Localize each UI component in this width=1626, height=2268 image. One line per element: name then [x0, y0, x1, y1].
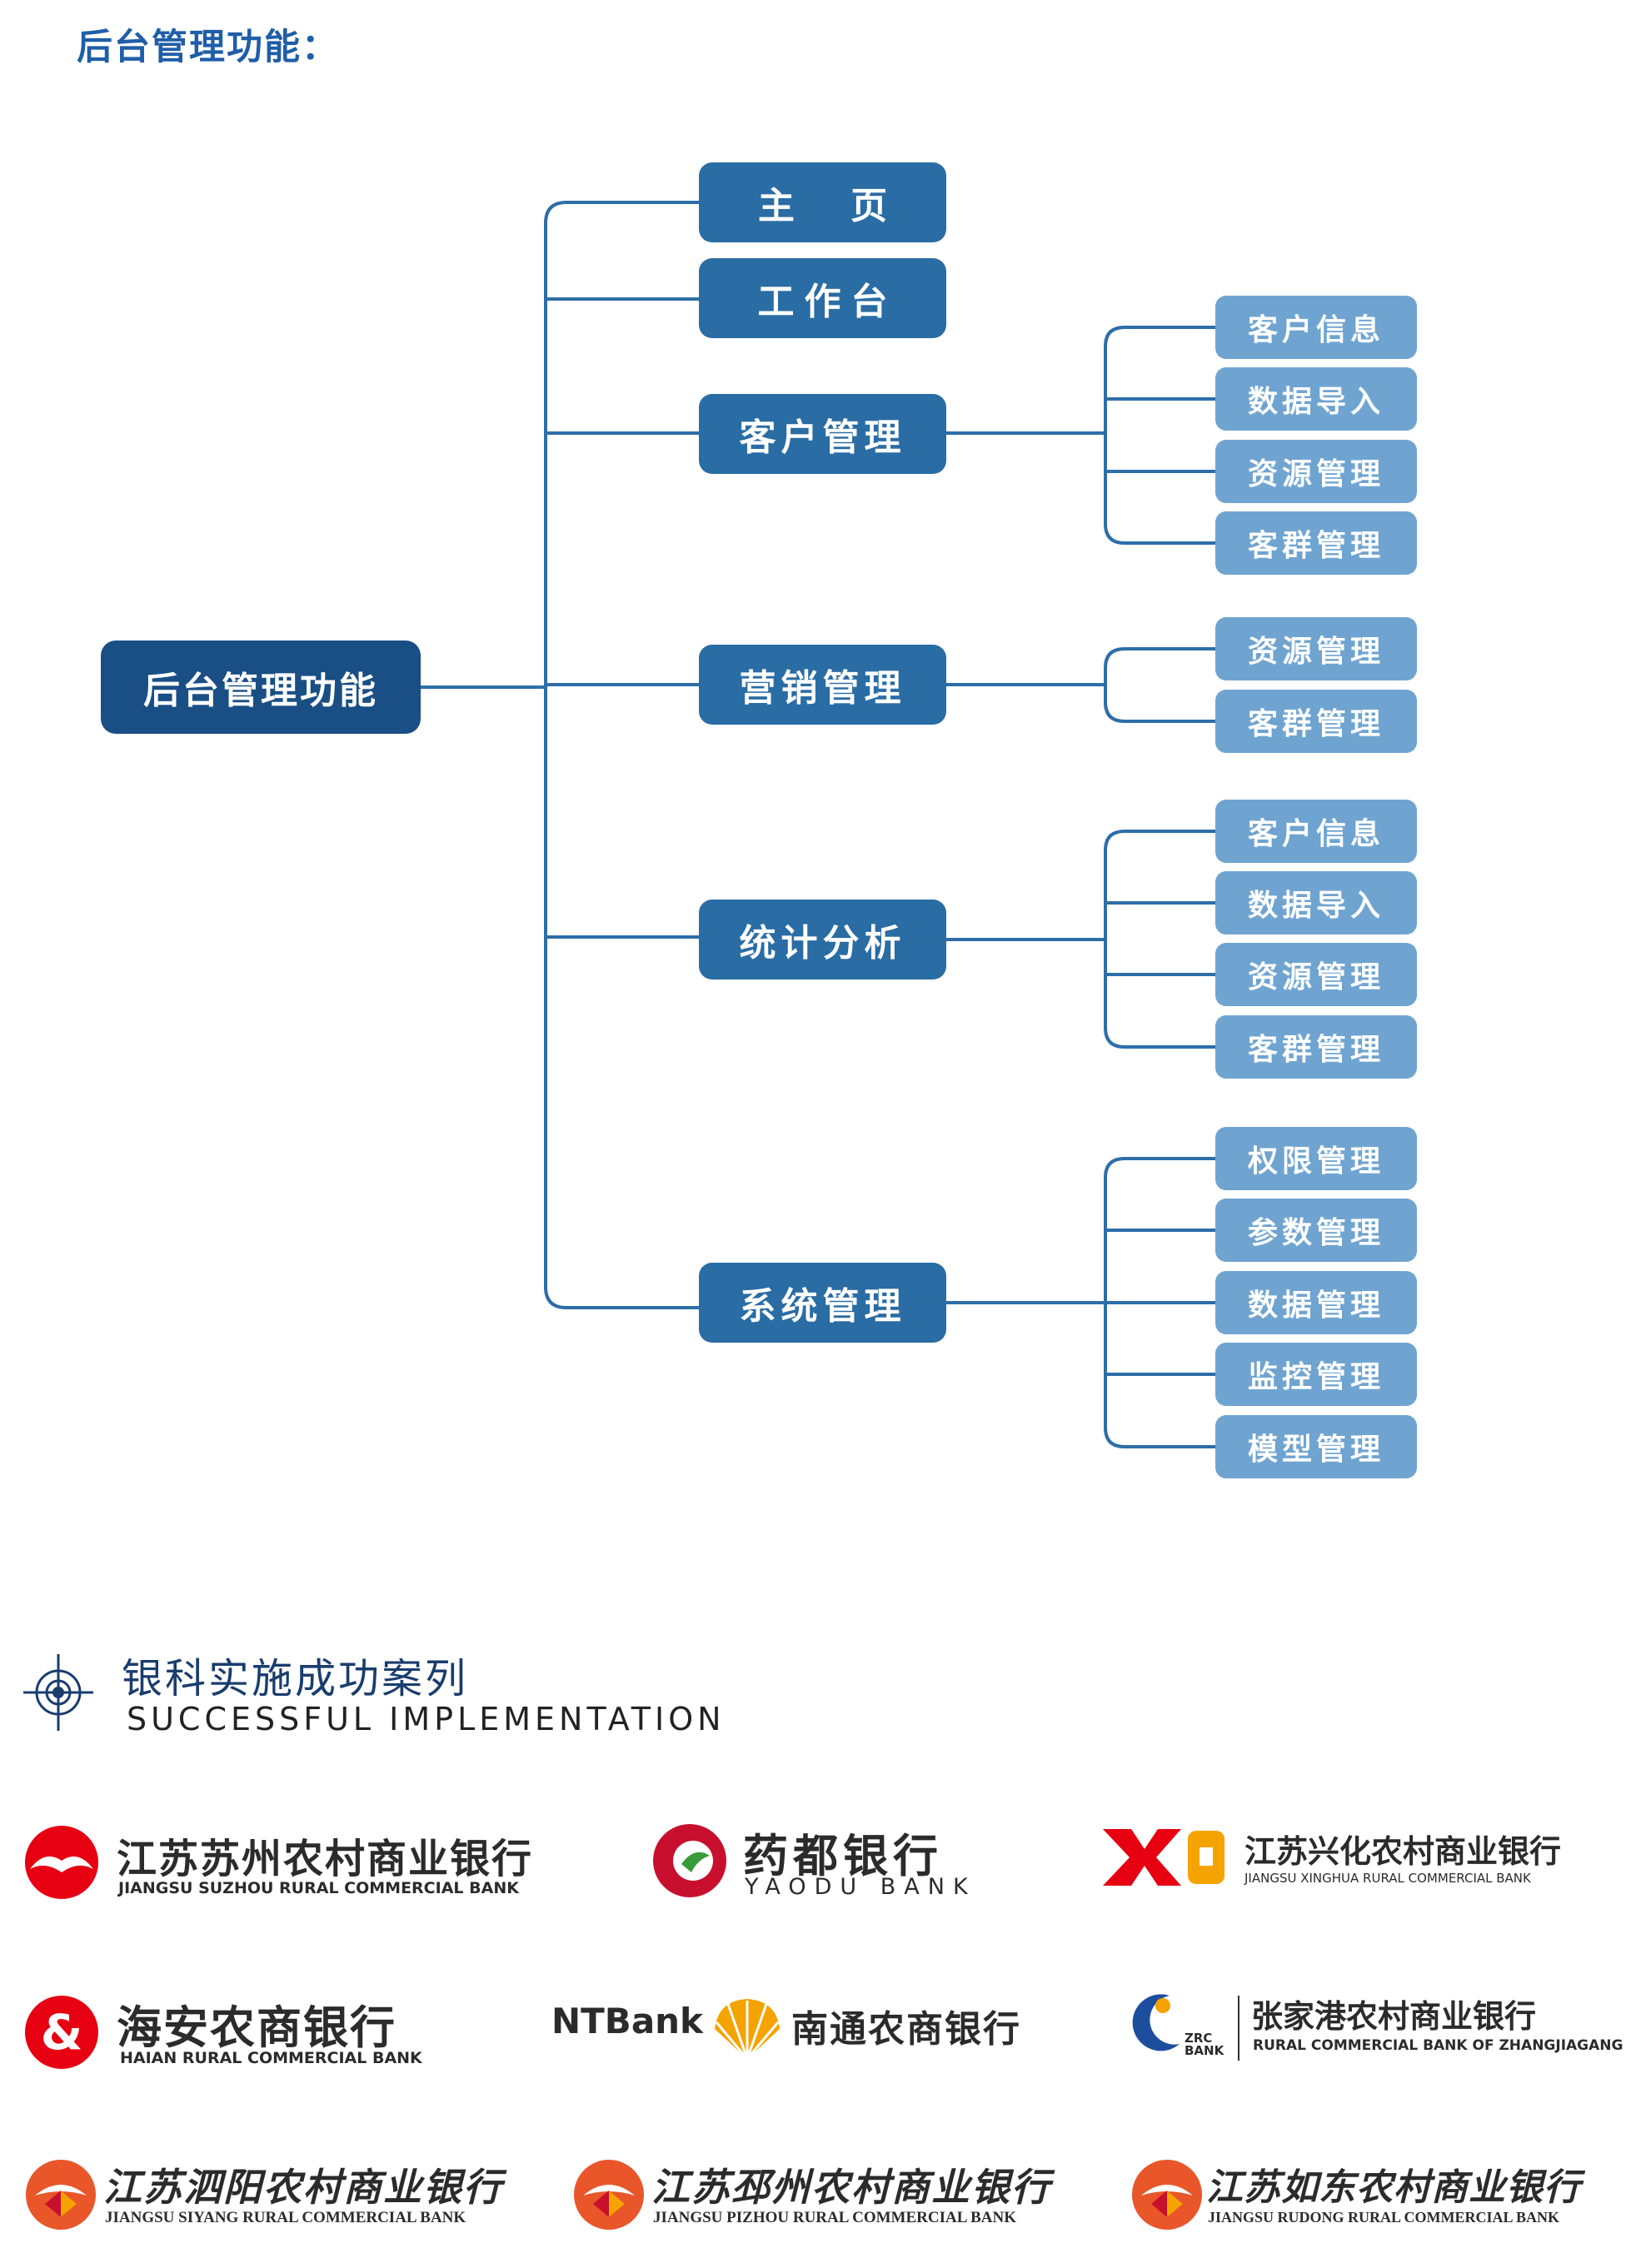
- bank-name-en: HAIAN RURAL COMMERCIAL BANK: [120, 2049, 422, 2067]
- bank-name-cn: 江苏兴化农村商业银行: [1244, 1833, 1562, 1870]
- branch-home: 主 页: [699, 162, 946, 242]
- leaf-node: 客户信息: [1215, 296, 1417, 359]
- bank-logo-yaodu: 药都银行 YAODU BANK: [651, 1822, 1001, 1914]
- zrc-bank-logo-icon: [1132, 1994, 1180, 2051]
- leaf-node: 客群管理: [1215, 511, 1417, 575]
- leaf-node: 资源管理: [1215, 617, 1417, 680]
- bank-logo-pizhou: 江苏邳州农村商业银行 JIANGSU PIZHOU RURAL COMMERCI…: [571, 2157, 1071, 2249]
- leaf-node: 权限管理: [1215, 1127, 1417, 1190]
- leaf-node: 客群管理: [1215, 1015, 1417, 1079]
- siyang-bank-logo-icon: [26, 2160, 96, 2230]
- haian-bank-logo-icon: &: [25, 1996, 98, 2069]
- svg-text:&: &: [41, 2004, 83, 2061]
- bank-name-cn: 江苏邳州农村商业银行: [651, 2165, 1051, 2210]
- leaf-node: 监控管理: [1215, 1343, 1417, 1406]
- bank-name-cn: 张家港农村商业银行: [1251, 1998, 1537, 2035]
- bank-name-cn: 江苏如东农村商业银行: [1206, 2166, 1581, 2209]
- page-title: 后台管理功能：: [77, 27, 339, 68]
- bank-name-en: YAODU BANK: [745, 1874, 976, 1900]
- bank-name-en: JIANGSU SIYANG RURAL COMMERCIAL BANK: [105, 2209, 466, 2226]
- bank-logo-rudong: 江苏如东农村商业银行 JIANGSU RUDONG RURAL COMMERCI…: [1130, 2157, 1604, 2249]
- leaf-node: 参数管理: [1215, 1199, 1417, 1262]
- bank-name-en: JIANGSU RUDONG RURAL COMMERCIAL BANK: [1208, 2209, 1560, 2226]
- bank-name-en: JIANGSU PIZHOU RURAL COMMERCIAL BANK: [653, 2209, 1016, 2226]
- bank-name-en: JIANGSU XINGHUA RURAL COMMERCIAL BANK: [1244, 1871, 1531, 1886]
- crosshair-target-icon: [23, 1654, 93, 1731]
- tree-connectors: [419, 201, 1217, 1448]
- bank-logo-suzhou: 江苏苏州农村商业银行 JIANGSU SUZHOU RURAL COMMERCI…: [23, 1824, 565, 1916]
- branch-statistics-analysis: 统计分析: [699, 900, 946, 979]
- bank-name-en: JIANGSU SUZHOU RURAL COMMERCIAL BANK: [118, 1879, 519, 1897]
- root-node: 后台管理功能: [101, 641, 421, 734]
- leaf-node: 数据管理: [1215, 1271, 1417, 1334]
- bank-logo-nantong: NTBank 南通农商银行: [551, 1996, 1051, 2087]
- bank-name-cn: 药都银行: [743, 1830, 943, 1882]
- branch-workbench: 工作台: [699, 258, 946, 338]
- connector-trunk: [544, 201, 568, 1309]
- branch-marketing-management: 营销管理: [699, 645, 946, 725]
- bank-name-cn: 南通农商银行: [791, 2008, 1021, 2051]
- bank-logo-haian: & 海安农商银行 HAIAN RURAL COMMERCIAL BANK: [23, 1994, 423, 2086]
- logo-divider: [1238, 1996, 1239, 2061]
- suzhou-bank-logo-icon: [25, 1826, 98, 1899]
- cases-title: 银科实施成功案列: [122, 1655, 469, 1702]
- ntbank-shell-logo-icon: [715, 1999, 780, 2060]
- bank-name-cn: 江苏苏州农村商业银行: [117, 1836, 534, 1882]
- rudong-bank-logo-icon: [1132, 2160, 1202, 2230]
- bank-logo-zhangjiagang: ZRC BANK 张家港农村商业银行 RURAL COMMERCIAL BANK…: [1130, 1991, 1623, 2082]
- branch-system-management: 系统管理: [699, 1263, 946, 1343]
- bank-badge: ZRC BANK: [1185, 2031, 1224, 2058]
- bank-name-cn: 江苏泗阳农村商业银行: [103, 2165, 503, 2210]
- leaf-node: 资源管理: [1215, 440, 1417, 503]
- pizhou-bank-logo-icon: [574, 2160, 644, 2230]
- bank-name-cn: 海安农商银行: [117, 2001, 397, 2054]
- leaf-node: 客户信息: [1215, 800, 1417, 863]
- xinghua-bank-logo-icon: [1103, 1829, 1224, 1886]
- bank-name-en: RURAL COMMERCIAL BANK OF ZHANGJIAGANG: [1253, 2037, 1624, 2054]
- bank-prefix: NTBank: [551, 2001, 703, 2041]
- yaodu-bank-logo-icon: [653, 1824, 726, 1897]
- bank-logo-xinghua: 江苏兴化农村商业银行 JIANGSU XINGHUA RURAL COMMERC…: [1101, 1824, 1601, 1916]
- cases-subtitle: SUCCESSFUL IMPLEMENTATION: [127, 1701, 726, 1737]
- branch-customer-management: 客户管理: [699, 394, 946, 474]
- leaf-node: 客群管理: [1215, 690, 1417, 753]
- leaf-node: 资源管理: [1215, 943, 1417, 1006]
- leaf-node: 模型管理: [1215, 1415, 1417, 1478]
- leaf-node: 数据导入: [1215, 871, 1417, 935]
- bank-logo-siyang: 江苏泗阳农村商业银行 JIANGSU SIYANG RURAL COMMERCI…: [23, 2157, 523, 2249]
- leaf-node: 数据导入: [1215, 367, 1417, 431]
